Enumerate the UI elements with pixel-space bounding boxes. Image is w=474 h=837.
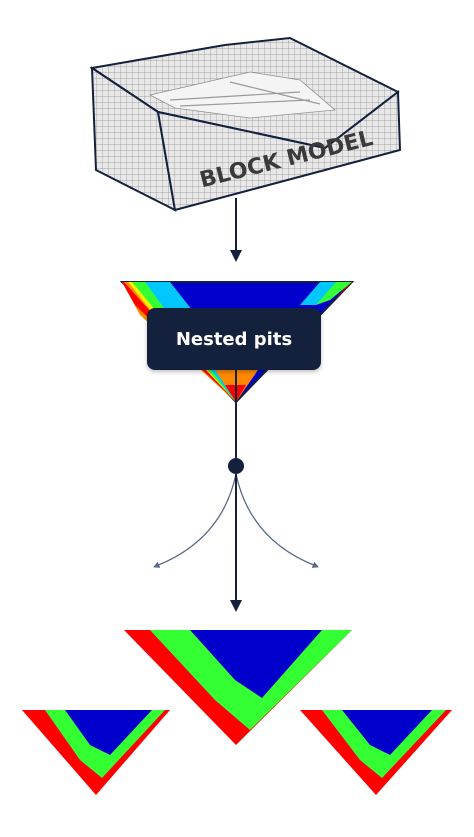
nested-pits-label-box: Nested pits xyxy=(147,308,321,370)
pit-left xyxy=(22,710,170,795)
pit-right xyxy=(300,710,452,795)
branch-arrow-right xyxy=(235,473,320,568)
branch-arrow-left xyxy=(152,473,237,568)
pit-large xyxy=(124,630,352,745)
branch-node xyxy=(228,458,244,474)
nested-pits-label: Nested pits xyxy=(175,328,293,350)
block-model: BLOCK MODEL xyxy=(89,36,402,212)
